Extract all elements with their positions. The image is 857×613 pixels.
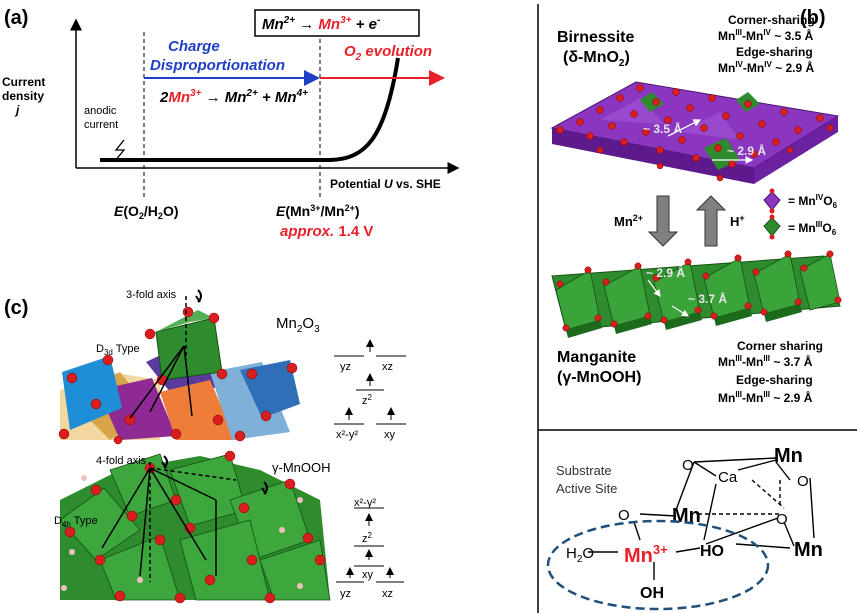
e-mn-label: E(Mn3+/Mn2+) [276, 203, 360, 219]
y-label-3: j [14, 103, 20, 117]
o-atom-2: O [797, 473, 809, 490]
mn3-active-site: Mn3+ [624, 542, 668, 567]
legend-mn3: = MnIIIO6 [788, 220, 837, 237]
panel-b: (b) Birnessite (δ-MnO2) Corner-sharing M… [537, 4, 857, 613]
o-atom-4: O [776, 511, 788, 528]
distance-35: ~ 3.5 Å [643, 121, 682, 136]
d3d-label: D3d Type [96, 343, 140, 357]
corner-sharing-top: Corner-sharing [728, 13, 815, 27]
corner-sharing-bottom: Corner sharing [737, 339, 823, 353]
distance-29-manganite: ~ 2.9 Å [646, 265, 685, 280]
charge-label-2: Disproportionation [150, 57, 285, 74]
panel-a: (a) Mn2+ → Mn3+ + e- Current density j a… [2, 7, 460, 240]
rotation-icon [261, 481, 268, 495]
y-label-2: density [2, 89, 44, 103]
down-arrow-icon [647, 195, 679, 247]
mn2o3-structure [58, 306, 300, 445]
orbital-xy-d4h: xy [362, 569, 374, 581]
disproportionation-equation: 2Mn3+ → Mn2+ + Mn4+ [159, 88, 308, 106]
mn-atom-top: Mn [774, 445, 803, 467]
orbital-z2: z2 [362, 393, 373, 407]
h-plus-label: H+ [730, 213, 745, 229]
panel-c-label: (c) [4, 297, 28, 319]
manganite-formula: (γ-MnOOH) [557, 369, 641, 386]
anodic-label-1: anodic [84, 105, 117, 117]
orbital-x2y2-d4h: x²-y² [354, 497, 376, 509]
es-top-value: MnIV-MnIV ~ 2.9 Å [718, 60, 814, 75]
orbital-x2y2: x²-y² [336, 429, 358, 441]
up-arrow-icon [695, 195, 727, 247]
orbital-z2-d4h: z2 [362, 531, 373, 545]
o2-evolution-label: O2 evolution [344, 43, 432, 63]
d3d-orbital-diagram [334, 339, 406, 425]
y-label-1: Current [2, 75, 45, 89]
panel-b-label: (b) [800, 7, 826, 29]
es-bottom-value: MnIII-MnIII ~ 2.9 Å [718, 390, 813, 405]
e-o2-label: E(O2/H2O) [114, 203, 179, 221]
ho-ligand: HO [700, 543, 724, 560]
distance-37: ~ 3.7 Å [688, 291, 727, 306]
three-fold-label: 3-fold axis [126, 289, 177, 301]
current-curve [100, 57, 400, 162]
mn2o3-label: Mn2O3 [276, 315, 320, 335]
orbital-xz: xz [382, 361, 393, 373]
panel-a-label: (a) [4, 7, 28, 29]
approx-label: approx. 1.4 V [280, 223, 373, 240]
birnessite-formula: (δ-MnO2) [563, 49, 630, 69]
ca-atom: Ca [718, 469, 738, 486]
legend-mn4: = MnIVO6 [788, 193, 838, 210]
active-site-ellipse [546, 519, 770, 611]
cs-top-value: MnIII-MnIV ~ 3.5 Å [718, 28, 814, 43]
four-fold-label: 4-fold axis [96, 455, 147, 467]
anodic-arrow-icon [113, 139, 126, 163]
active-site-cluster: Substrate Active Site [546, 445, 823, 611]
mn-atom-right: Mn [794, 539, 823, 561]
reaction-box [254, 9, 420, 37]
active-site-label: Active Site [556, 481, 617, 496]
manganite-title: Manganite [557, 349, 636, 366]
rotation-4fold-icon [161, 455, 168, 469]
water-ligand: H2O [566, 545, 594, 565]
panel-c: (c) 3-fol [4, 289, 406, 604]
octahedra-legend: = MnIVO6 = MnIIIO6 [763, 188, 838, 240]
orbital-yz: yz [340, 361, 351, 373]
manganite-structure [551, 250, 842, 338]
charge-label-1: Charge [168, 38, 220, 55]
rotation-3fold-icon [195, 289, 202, 303]
reaction-box-text: Mn2+ → Mn3+ + e- [262, 15, 381, 33]
birnessite-structure [550, 81, 840, 184]
gamma-mnooh-structure [59, 450, 331, 604]
o-atom-1: O [682, 457, 694, 474]
orbital-xy: xy [384, 429, 396, 441]
d4h-orbital-diagram [336, 507, 404, 583]
d4h-label: D4h Type [54, 515, 98, 529]
cs-bottom-value: MnIII-MnIII ~ 3.7 Å [718, 354, 813, 369]
birnessite-title: Birnessite [557, 29, 634, 46]
oh-ligand: OH [640, 585, 664, 602]
edge-sharing-top: Edge-sharing [736, 45, 813, 59]
edge-sharing-bottom: Edge-sharing [736, 373, 813, 387]
orbital-yz-d4h: yz [340, 588, 351, 600]
orbital-xz-d4h: xz [382, 588, 393, 600]
substrate-label: Substrate [556, 463, 612, 478]
gamma-mnooh-label: γ-MnOOH [272, 460, 331, 475]
anodic-label-2: current [84, 119, 118, 131]
distance-29: ~ 2.9 Å [727, 143, 766, 158]
o-atom-3: O [618, 507, 630, 524]
x-axis-label: Potential U vs. SHE [330, 177, 441, 191]
mn2-plus-label: Mn2+ [614, 213, 643, 229]
